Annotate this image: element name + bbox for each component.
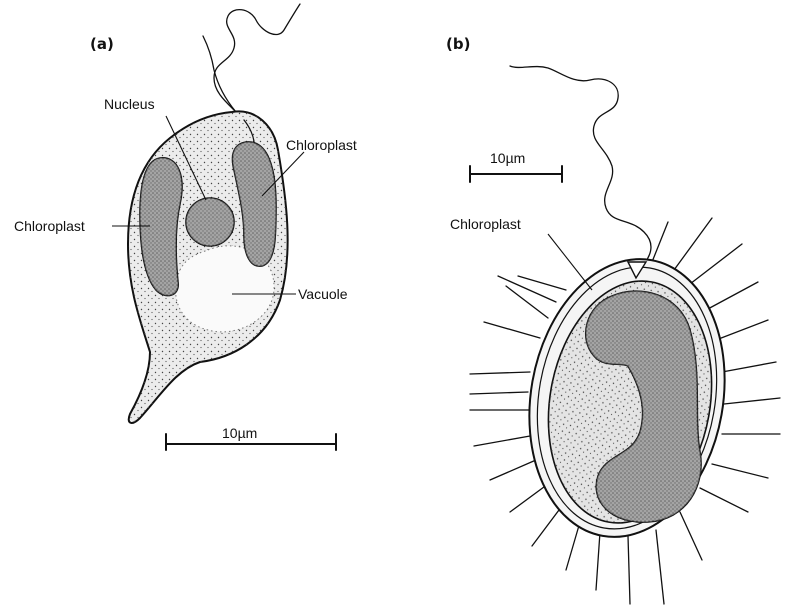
panel-a-flagellum-short xyxy=(203,36,236,112)
panel-b: (b) 10µm xyxy=(446,35,780,604)
panel-b-label: (b) xyxy=(446,35,470,53)
panel-a-label-chloroplast-right: Chloroplast xyxy=(286,137,357,153)
panel-a-flagellum-long xyxy=(214,4,300,112)
panel-b-flagellum xyxy=(510,66,651,272)
panel-a-nucleus-stipple xyxy=(186,198,234,246)
panel-a-scale-bar: 10µm xyxy=(166,425,336,450)
panel-b-chloroplast-leader xyxy=(548,234,592,290)
panel-a-label-vacuole: Vacuole xyxy=(298,286,348,302)
panel-a-label-nucleus: Nucleus xyxy=(104,96,155,112)
panel-a-scale-bar-label: 10µm xyxy=(222,425,257,441)
panel-b-label-chloroplast: Chloroplast xyxy=(450,216,521,232)
panel-a-label-chloroplast-left: Chloroplast xyxy=(14,218,85,234)
panel-a: (a) Nucleus Chloroplast Chloroplast Vacu… xyxy=(14,4,357,450)
panel-a-label: (a) xyxy=(90,35,114,53)
panel-b-scale-bar: 10µm xyxy=(470,150,562,182)
panel-b-scale-bar-label: 10µm xyxy=(490,150,525,166)
